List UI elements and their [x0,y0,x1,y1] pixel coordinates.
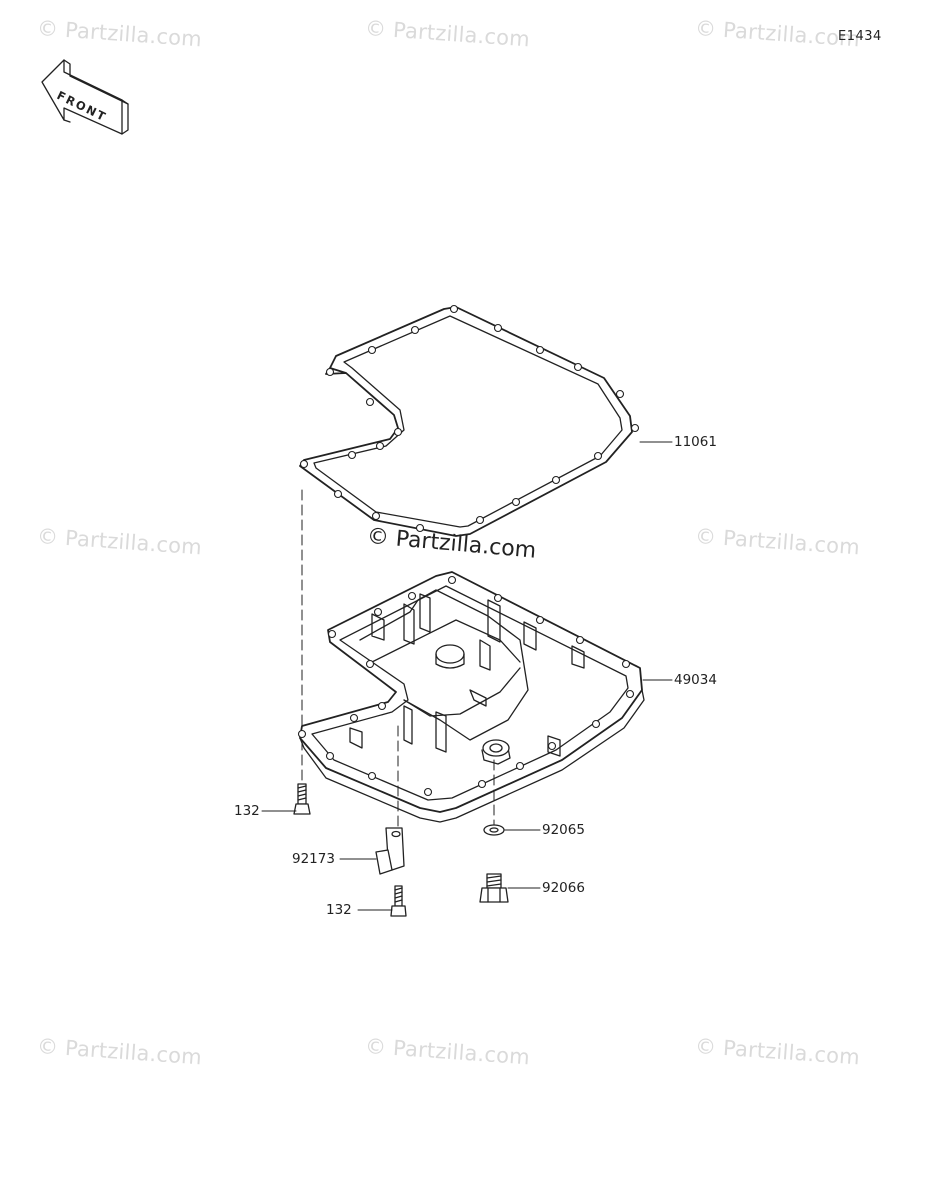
bracket-92173 [375,827,405,875]
diagram-code: E1434 [838,29,882,44]
part-label-49034: 49034 [674,672,717,688]
part-label-92173: 92173 [292,851,335,867]
gasket-part [299,304,640,537]
part-label-132-lower: 132 [326,902,352,918]
part-label-11061: 11061 [674,434,717,450]
oil-pan-part [297,571,645,823]
front-arrow-icon: FRONT [41,59,129,135]
part-label-92065: 92065 [542,822,585,838]
bolt-132-left [293,783,311,815]
washer-92065 [483,824,505,836]
part-label-92066: 92066 [542,880,585,896]
bolt-132-lower [390,885,407,917]
part-label-132-left: 132 [234,803,260,819]
drain-plug-92066 [479,873,509,903]
